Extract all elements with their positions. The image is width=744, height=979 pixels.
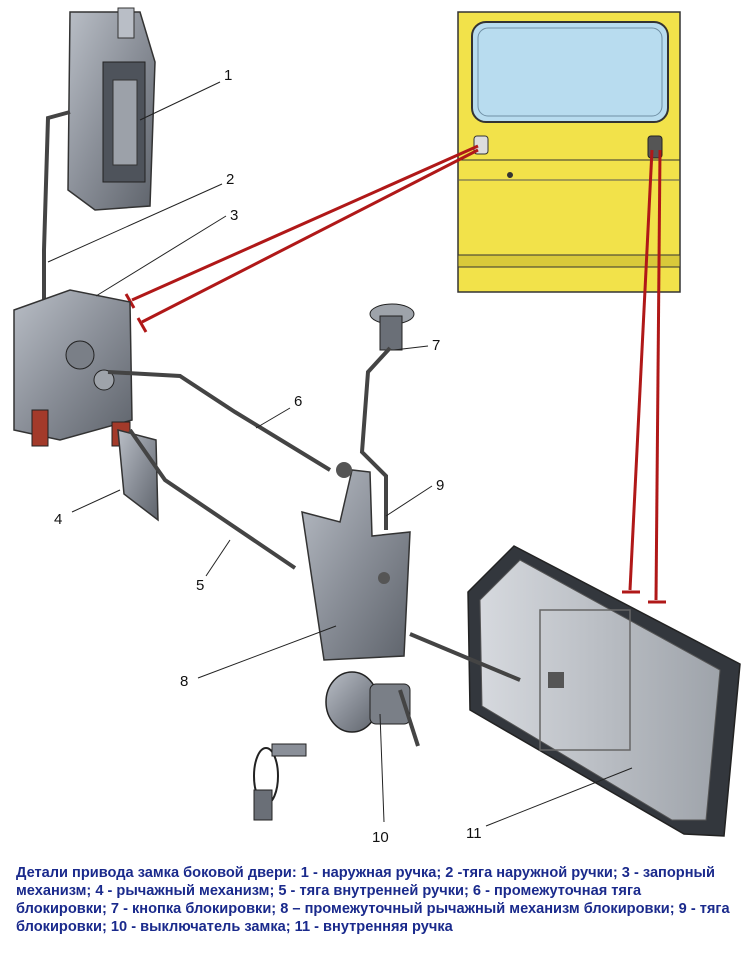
- intermediate-lever-mechanism: [301, 462, 411, 661]
- locking-rod: [359, 346, 392, 530]
- lock-switch: [325, 671, 420, 747]
- callout-9: 9: [436, 477, 444, 494]
- callout-labels: 1 2 3 4 5 6 7 9 8 10 11: [54, 67, 482, 846]
- inner-handle: [409, 545, 741, 837]
- locking-mechanism: [13, 289, 133, 447]
- outer-handle: [67, 7, 156, 211]
- callout-7: 7: [432, 337, 440, 354]
- callout-10: 10: [372, 829, 389, 846]
- callout-2: 2: [226, 171, 234, 188]
- keys: [253, 743, 307, 821]
- callout-1: 1: [224, 67, 232, 84]
- callout-4: 4: [54, 511, 62, 528]
- callout-6: 6: [294, 393, 302, 410]
- callout-5: 5: [196, 577, 204, 594]
- figure-caption: Детали привода замка боковой двери: 1 - …: [16, 865, 730, 935]
- callout-3: 3: [230, 207, 238, 224]
- callout-11: 11: [466, 825, 482, 842]
- door-illustration: [457, 11, 681, 293]
- red-leader-lines: [124, 144, 666, 604]
- inner-handle-rod: [128, 428, 297, 570]
- intermediate-locking-rod: [107, 370, 332, 472]
- callout-leaders: [47, 81, 633, 827]
- locking-button: [369, 303, 415, 351]
- callout-8: 8: [180, 673, 188, 690]
- lock-drive-diagram: 1 2 3 4 5 6 7 9 8 10 11: [13, 7, 741, 846]
